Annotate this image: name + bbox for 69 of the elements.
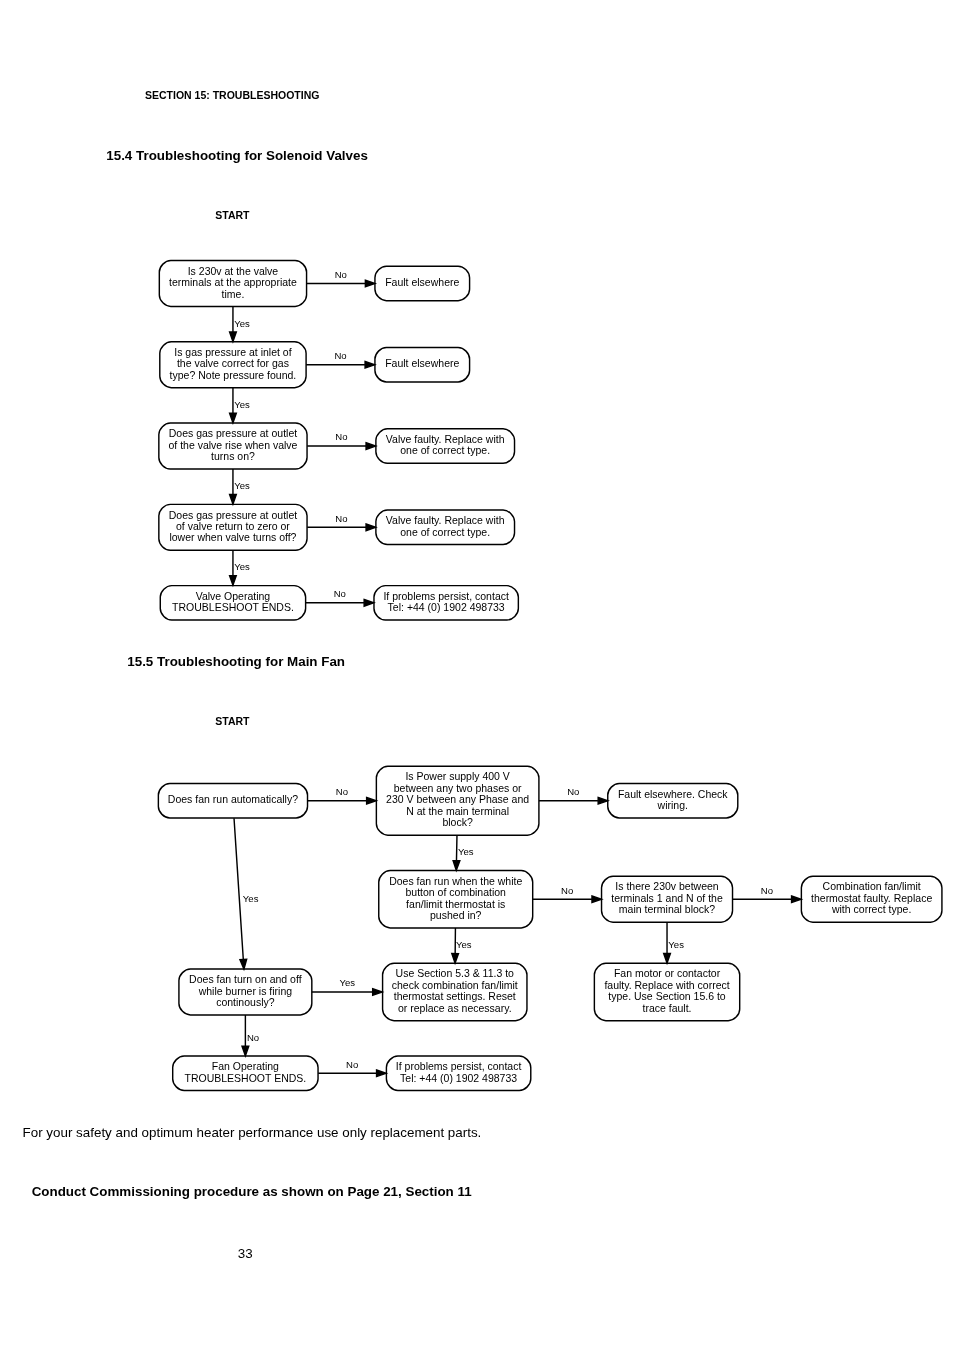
arrow (241, 1013, 250, 1058)
edge-label: Yes (234, 398, 250, 410)
label: START (215, 208, 250, 221)
edge-label: Yes (457, 845, 474, 857)
node-box: Valve faulty. Replace with one of correct type. (375, 427, 516, 464)
arrow (317, 1068, 389, 1078)
arrow (306, 522, 378, 532)
node-box: If problems persist, contact Tel: +44 (0) 1902 498733 (373, 584, 520, 621)
arrow (662, 921, 672, 965)
edge-label: Yes (234, 317, 250, 329)
arrow (307, 795, 379, 805)
node-box: If problems persist, contact Tel: +44 (0) 1902 498733 (385, 1054, 532, 1091)
edge-label: No (334, 268, 347, 280)
label: SECTION 15: TROUBLESHOOTING (144, 88, 320, 101)
arrow (228, 549, 238, 587)
edge-label: No (335, 430, 348, 442)
label: 15.5 Troubleshooting for Main Fan (127, 653, 346, 669)
node-box: Is gas pressure at inlet of the valve correct for gas type? Note pressure found. (159, 340, 307, 388)
node-box: Does fan run automatically? (157, 782, 309, 819)
arrow (305, 598, 376, 607)
label: 15.4 Troubleshooting for Solenoid Valves (106, 147, 368, 163)
edge-label: No (333, 587, 346, 599)
arrow (311, 987, 385, 996)
node-box: Is 230v at the valve terminals at the appropriate time. (158, 259, 308, 307)
node-box: Fault elsewhere. Check wiring. (607, 782, 739, 819)
arrow (731, 894, 804, 904)
edge-label: No (567, 785, 580, 797)
arrow (305, 278, 378, 288)
label: For your safety and optimum heater performance use only replacement parts. (22, 1124, 482, 1140)
label: 33 (237, 1245, 253, 1260)
node-box: Is there 230v between terminals 1 and N of the main terminal block? (600, 875, 734, 923)
node-box: Fan Operating TROUBLESHOOT ENDS. (172, 1054, 319, 1091)
arrow (233, 816, 248, 971)
node-box: Fan motor or contactor faulty. Replace with correct type. Use Section 15.6 to trace fault. (593, 962, 741, 1021)
arrow (228, 386, 238, 425)
arrow (532, 894, 604, 904)
edge-label: No (335, 785, 349, 797)
node-box: Fault elsewhere (374, 346, 471, 383)
arrow (450, 926, 460, 965)
edge-label: Yes (234, 560, 250, 572)
node-box: Fault elsewhere (374, 265, 471, 301)
edge-label: No (335, 512, 348, 524)
node-box: Valve faulty. Replace with one of correct type. (375, 508, 516, 545)
edge-label: No (246, 1031, 260, 1043)
label: Conduct Commissioning procedure as shown on Page 21, Section 11 (31, 1183, 472, 1199)
edge-label: Yes (456, 938, 472, 950)
arrow (538, 795, 610, 805)
arrow (228, 305, 238, 344)
edge-label: No (561, 884, 574, 895)
arrow (228, 467, 238, 506)
edge-label: No (760, 884, 774, 895)
node-box: Does gas pressure at outlet of the valve rise when valve turns on? (158, 421, 308, 470)
edge-label: Yes (668, 938, 684, 950)
node-box: Does fan turn on and off while burner is firing continously? (178, 967, 313, 1016)
label: START (215, 714, 250, 727)
arrow (305, 359, 377, 369)
node-box: Combination fan/limit thermostat faulty. Replace with correct type. (800, 875, 943, 923)
node-box: Does fan run when the white button of combination fan/limit thermostat is pushed in? (378, 869, 534, 929)
node-box: Valve Operating TROUBLESHOOT ENDS. (159, 584, 307, 621)
edge-label: Yes (234, 479, 250, 491)
arrow (452, 834, 461, 872)
node-box: Use Section 5.3 & 11.3 to check combination fan/limit thermostat settings. Reset or replace as necessary. (381, 962, 528, 1021)
edge-label: No (334, 349, 347, 361)
edge-label: Yes (242, 892, 259, 904)
edge-label: Yes (339, 976, 355, 988)
edge-label: No (346, 1058, 359, 1070)
node-box: Does gas pressure at outlet of valve return to zero or lower when valve turns off? (158, 503, 308, 551)
arrow (306, 441, 378, 450)
node-box: Is Power supply 400 V between any two phases or 230 V between any Phase and N at the main terminal block? (375, 765, 540, 836)
